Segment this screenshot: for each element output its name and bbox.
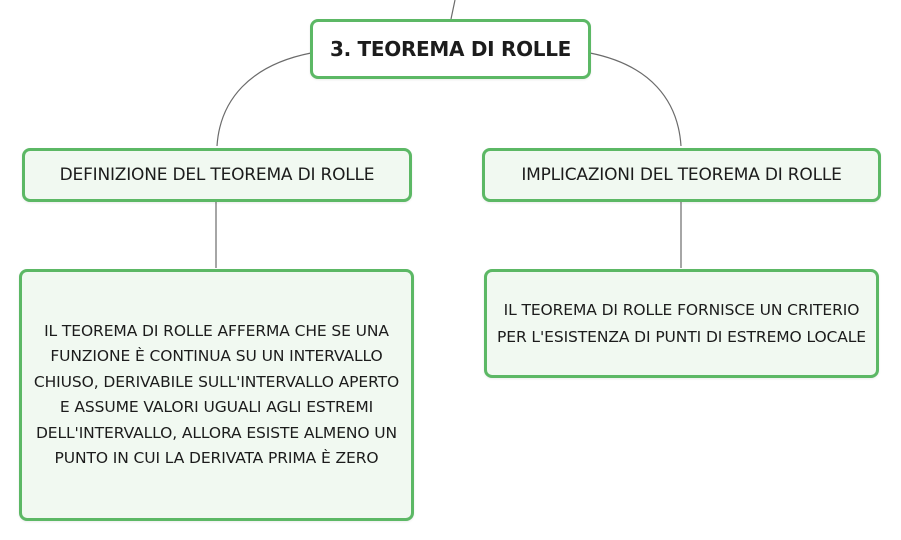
- branch-node-definition[interactable]: DEFINIZIONE DEL TEOREMA DI ROLLE: [22, 148, 412, 202]
- branch-node-definition-label: DEFINIZIONE DEL TEOREMA DI ROLLE: [59, 165, 375, 185]
- definition-detail-node[interactable]: IL TEOREMA DI ROLLE AFFERMA CHE SE UNA F…: [19, 269, 414, 521]
- connector-root-to-definition: [216, 52, 312, 147]
- connector-root-to-implications: [589, 52, 682, 147]
- implications-detail-text: IL TEOREMA DI ROLLE FORNISCE UN CRITERIO…: [497, 300, 867, 346]
- implications-detail-node[interactable]: IL TEOREMA DI ROLLE FORNISCE UN CRITERIO…: [484, 269, 879, 378]
- connector-from-parent: [450, 0, 456, 20]
- branch-node-implications-label: IMPLICAZIONI DEL TEOREMA DI ROLLE: [521, 165, 842, 185]
- branch-node-implications[interactable]: IMPLICAZIONI DEL TEOREMA DI ROLLE: [482, 148, 881, 202]
- definition-detail-text: IL TEOREMA DI ROLLE AFFERMA CHE SE UNA F…: [33, 321, 400, 468]
- root-node-label: 3. TEOREMA DI ROLLE: [329, 37, 572, 61]
- root-node[interactable]: 3. TEOREMA DI ROLLE: [310, 19, 591, 79]
